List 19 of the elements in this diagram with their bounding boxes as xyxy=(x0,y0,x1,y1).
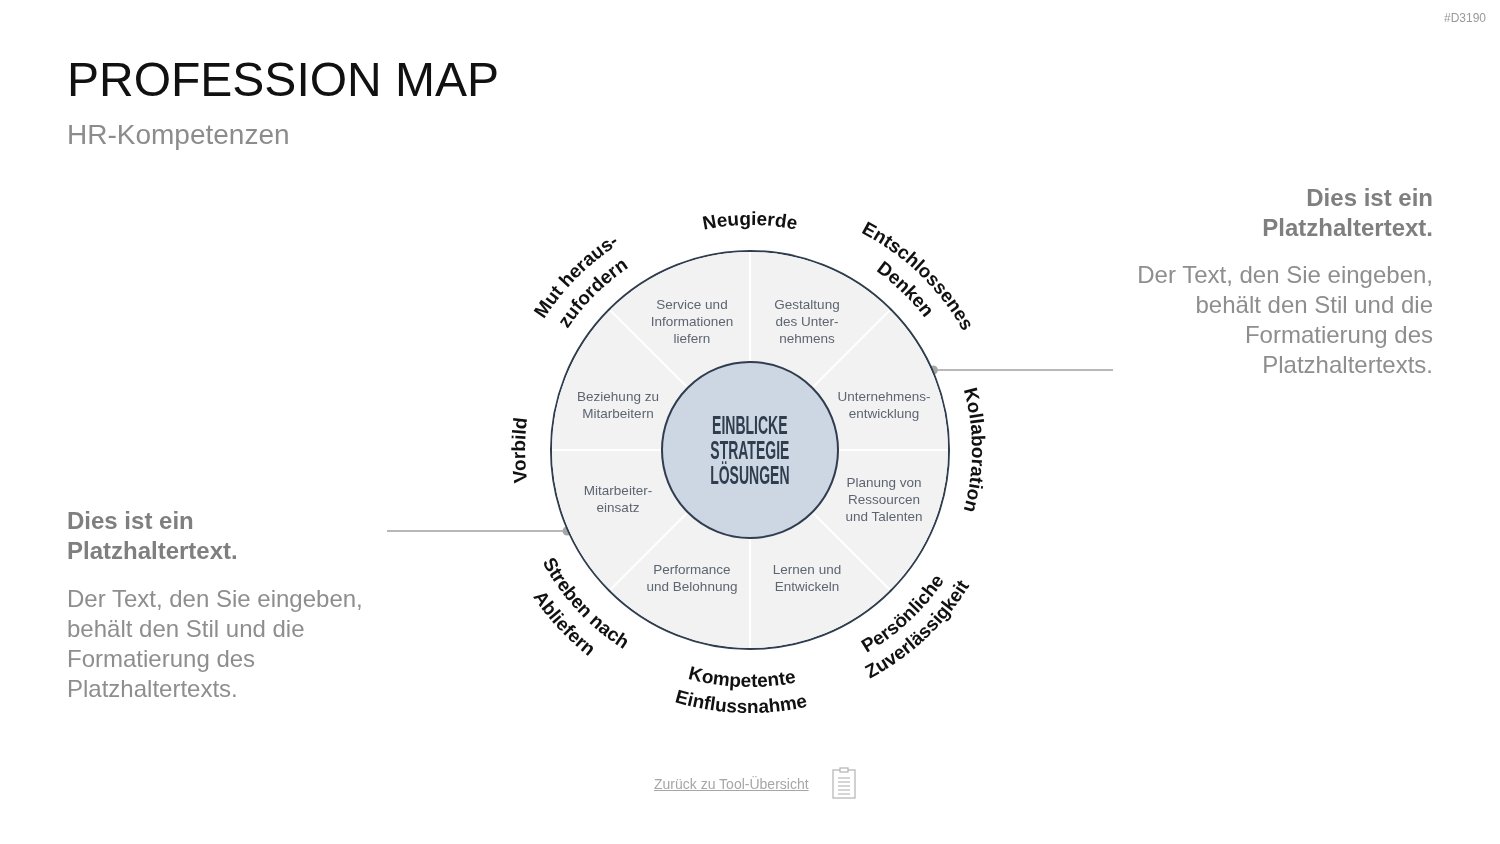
center-label: EINBLICKE STRATEGIE LÖSUNGEN xyxy=(710,412,790,488)
segment-label: Planung von Ressourcen und Talenten xyxy=(845,473,923,525)
segment-label: Service und Informationen liefern xyxy=(650,295,734,347)
segment-label: Performance und Belohnung xyxy=(646,561,738,595)
segment-label: Unternehmens- entwicklung xyxy=(837,388,931,422)
competency-label: Neugierde xyxy=(700,207,800,234)
back-link: Zurück zu Tool-Übersicht xyxy=(654,775,809,793)
segment-label: Lernen und Entwickeln xyxy=(772,561,842,595)
callout-heading: Dies ist ein Platzhaltertext. xyxy=(1261,183,1433,243)
competency-label: Kompetente Einflussnahme xyxy=(673,662,809,718)
page-title: PROFESSION MAP xyxy=(67,52,500,108)
callout-heading: Dies ist ein Platzhaltertext. xyxy=(67,506,239,566)
segment-label: Beziehung zu Mitarbeitern xyxy=(577,388,659,422)
callout-text: Der Text, den Sie eingeben, behält den Stil und die Formatierung des Platzhaltertexts. xyxy=(1136,260,1433,380)
callout-text: Der Text, den Sie eingeben, behält den Stil und die Formatierung des Platzhaltertexts. xyxy=(67,584,364,704)
segment-label: Mitarbeiter- einsatz xyxy=(583,482,653,516)
segment-label: Gestaltung des Unter- nehmens xyxy=(774,295,840,347)
page-subtitle: HR-Kompetenzen xyxy=(67,118,290,152)
document-code: #D3190 xyxy=(1443,11,1486,25)
